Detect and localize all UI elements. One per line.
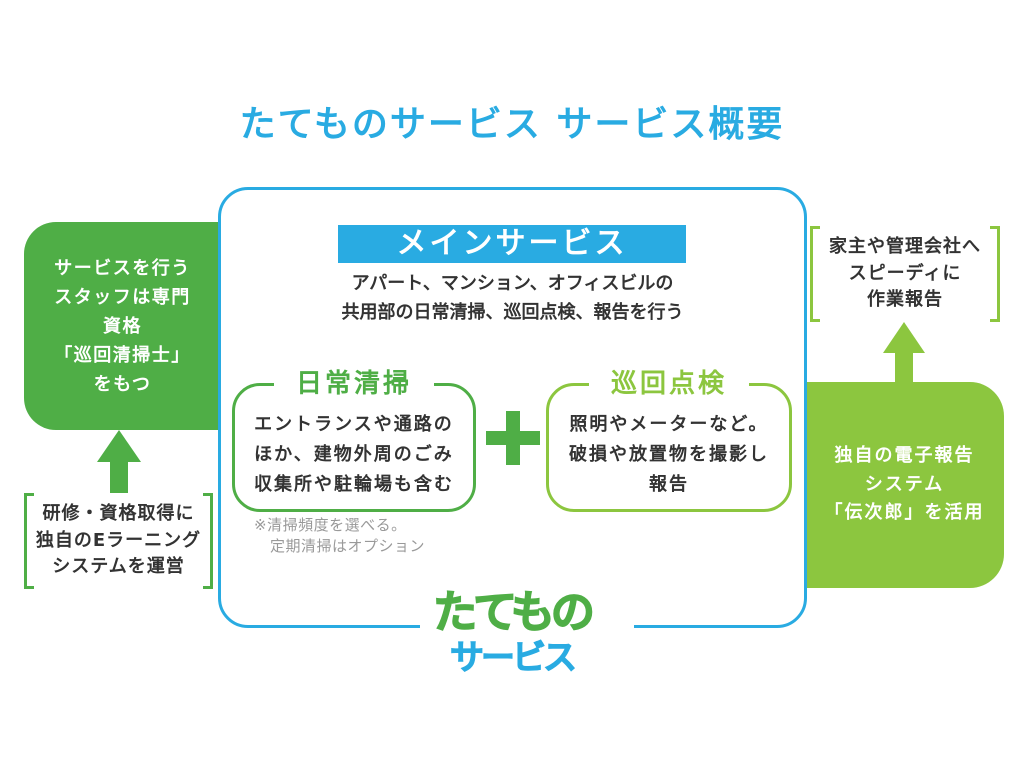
arrow-head <box>883 322 925 353</box>
client-report-text: 家主や管理会社へ スピーディに 作業報告 <box>810 226 1000 322</box>
arrow-head <box>97 430 141 462</box>
main-service-description: アパート、マンション、オフィスビルの 共用部の日常清掃、巡回点検、報告を行う <box>221 269 804 327</box>
training-text: 研修・資格取得に 独自のEラーニング システムを運営 <box>24 493 213 589</box>
client-report-line: 家主や管理会社へ <box>829 236 981 258</box>
main-service-banner: メインサービス <box>338 225 686 263</box>
up-arrow-icon <box>883 322 925 382</box>
daily-cleaning-heading: 日常清掃 <box>273 368 435 400</box>
page-title: たてものサービス サービス概要 <box>239 104 785 145</box>
training-line: 研修・資格取得に <box>42 503 195 525</box>
daily-cleaning-line: 収集所や駐輪場も含む <box>254 474 454 495</box>
inspection-line: 報告 <box>649 474 689 495</box>
daily-cleaning-text: エントランスや通路の ほか、建物外周のごみ 収集所や駐輪場も含む <box>235 410 473 500</box>
inspection-line: 照明やメーターなど。 <box>569 414 769 435</box>
plus-icon <box>486 411 540 465</box>
training-box: 研修・資格取得に 独自のEラーニング システムを運営 <box>24 493 213 589</box>
staff-line: 「巡回清掃士」 <box>54 344 191 366</box>
note-line: 定期清掃はオプション <box>270 537 426 555</box>
training-line: 独自のEラーニング <box>35 529 202 551</box>
staff-line: サービスを行う <box>54 257 191 279</box>
client-report-line: スピーディに <box>848 262 962 284</box>
logo-sub-text: サービス <box>450 638 578 679</box>
description-line: 共用部の日常清掃、巡回点検、報告を行う <box>341 302 684 323</box>
reporting-system-box: 独自の電子報告 システム 「伝次郎」を活用 <box>805 382 1004 588</box>
border-gap <box>420 620 634 634</box>
arrow-shaft <box>110 461 128 493</box>
staff-line: 資格 <box>103 315 142 337</box>
reporting-line: システム <box>864 473 945 495</box>
client-report-box: 家主や管理会社へ スピーディに 作業報告 <box>810 226 1000 322</box>
cleaning-note: ※清掃頻度を選べる。 定期清掃はオプション <box>254 515 425 557</box>
up-arrow-icon <box>97 430 141 493</box>
reporting-line: 独自の電子報告 <box>834 445 975 467</box>
inspection-heading: 巡回点検 <box>588 368 750 400</box>
left-bracket <box>24 493 34 589</box>
daily-cleaning-line: エントランスや通路の <box>254 414 454 435</box>
staff-line: をもつ <box>93 373 152 395</box>
description-line: アパート、マンション、オフィスビルの <box>351 273 674 294</box>
staff-qualification-box: サービスを行う スタッフは専門 資格 「巡回清掃士」 をもつ <box>24 222 221 430</box>
plus-vertical-bar <box>506 411 520 465</box>
arrow-shaft <box>895 352 913 382</box>
right-bracket <box>203 493 213 589</box>
client-report-line: 作業報告 <box>867 289 943 311</box>
left-bracket <box>810 226 820 322</box>
logo-main-text: たてもの <box>432 587 595 639</box>
tatemono-service-logo: たてもの サービス <box>412 587 612 679</box>
note-line: ※清掃頻度を選べる。 <box>254 516 407 534</box>
daily-cleaning-box: 日常清掃 エントランスや通路の ほか、建物外周のごみ 収集所や駐輪場も含む <box>232 368 476 512</box>
daily-cleaning-line: ほか、建物外周のごみ <box>254 444 454 465</box>
training-line: システムを運営 <box>52 556 185 578</box>
inspection-box: 巡回点検 照明やメーターなど。 破損や放置物を撮影し 報告 <box>546 368 792 512</box>
inspection-text: 照明やメーターなど。 破損や放置物を撮影し 報告 <box>549 410 789 500</box>
main-service-box: メインサービス アパート、マンション、オフィスビルの 共用部の日常清掃、巡回点検… <box>218 187 807 628</box>
staff-line: スタッフは専門 <box>54 286 191 308</box>
inspection-line: 破損や放置物を撮影し <box>569 444 769 465</box>
right-bracket <box>990 226 1000 322</box>
reporting-line: 「伝次郎」を活用 <box>824 502 985 524</box>
